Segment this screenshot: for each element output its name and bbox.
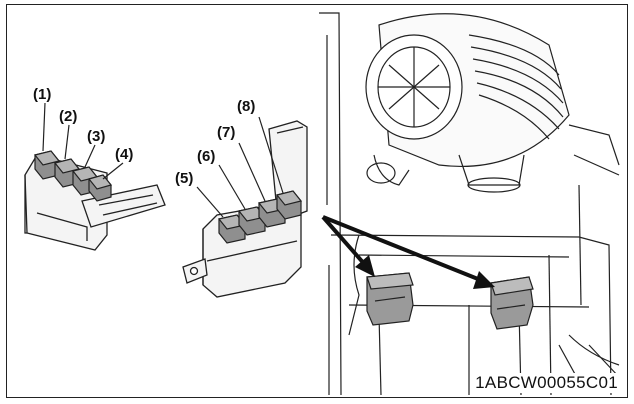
callout-2: (2) xyxy=(59,108,77,125)
relay-row-a xyxy=(33,150,113,202)
leader-lines-a xyxy=(42,102,124,180)
leader-lines-b xyxy=(196,116,284,218)
relay-detail-panel: (1) (2) (3) (4) xyxy=(7,5,320,397)
air-cleaner xyxy=(365,13,570,193)
callout-1: (1) xyxy=(33,86,51,103)
location-arrows xyxy=(321,215,495,289)
figure-frame: (1) (2) (3) (4) xyxy=(6,4,628,398)
location-view-panel xyxy=(319,5,627,397)
frame-structure xyxy=(319,12,620,396)
relay-box-location-b xyxy=(490,276,534,330)
callout-8: (8) xyxy=(237,98,255,115)
relay-row-b xyxy=(217,190,303,244)
callout-5: (5) xyxy=(175,170,193,187)
callout-3: (3) xyxy=(87,128,105,145)
relay-detail-drawing: (1) (2) (3) (4) xyxy=(24,86,308,298)
callout-4: (4) xyxy=(115,146,133,163)
callout-7: (7) xyxy=(217,124,235,141)
relay-box-location-a xyxy=(366,272,414,326)
engine-bay-drawing xyxy=(319,12,620,396)
callout-6: (6) xyxy=(197,148,215,165)
figure-code: 1ABCW00055C01 xyxy=(472,373,621,393)
